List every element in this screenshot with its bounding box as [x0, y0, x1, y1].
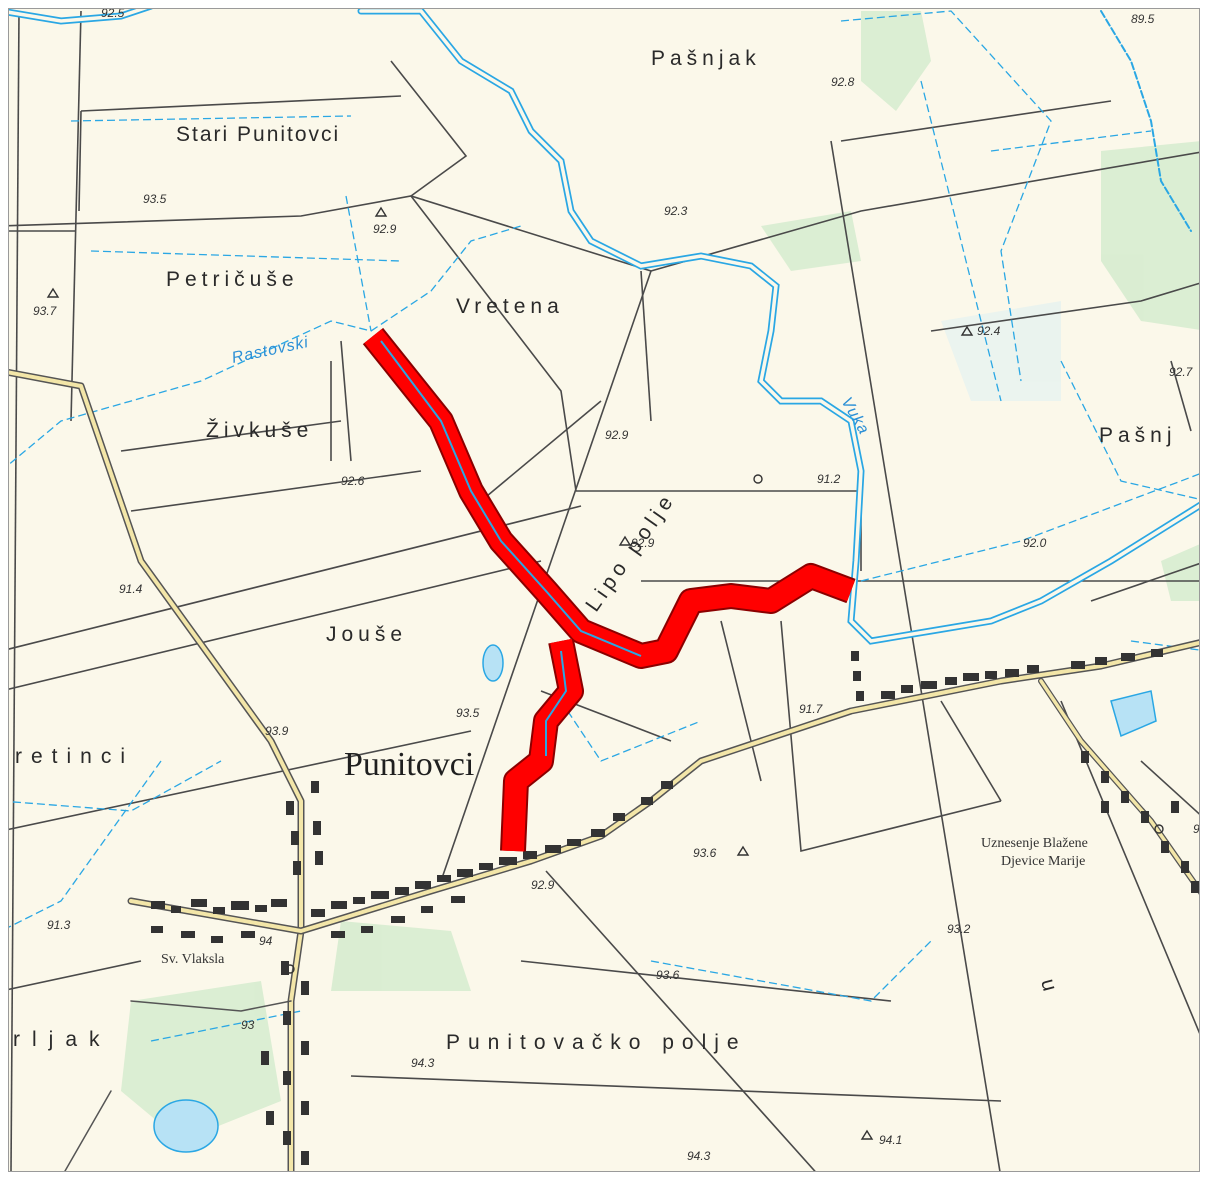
- label-petricuse: Petričuše: [166, 268, 299, 291]
- label-punitovci: Punitovci: [344, 746, 474, 783]
- place-labels: Pašnjak Stari Punitovci Petričuše Vreten…: [13, 47, 1177, 1054]
- label-church-line1: Uznesenje Blažene: [981, 836, 1088, 851]
- drainage-canals: [9, 10, 1199, 1042]
- vegetation-areas: [121, 11, 1199, 1141]
- elev-label: 94.3: [411, 1056, 435, 1070]
- label-punitovacko-polje: Punitovačko polje: [446, 1031, 747, 1054]
- label-pasnjak-top: Pašnjak: [651, 47, 761, 70]
- church-icon: [1154, 824, 1164, 834]
- chapel-icon: [285, 964, 295, 974]
- triangle-icon: [46, 287, 60, 298]
- elev-label: 93: [1193, 822, 1200, 836]
- elev-label: 92.4: [977, 324, 1001, 338]
- elev-label: 93.6: [693, 846, 717, 860]
- label-stari-punitovci: Stari Punitovci: [176, 123, 340, 146]
- label-jouse: Jouše: [326, 623, 407, 646]
- elev-label: 94.3: [687, 1149, 711, 1163]
- elev-label: 92.9: [531, 878, 555, 892]
- triangle-icon: [960, 325, 974, 336]
- label-zivkuse: Živkuše: [206, 419, 313, 442]
- elev-label: 91.2: [817, 472, 841, 486]
- ponds: [153, 644, 1157, 1153]
- elev-label: 93.2: [947, 922, 971, 936]
- elev-label: 92.8: [831, 75, 855, 89]
- map-frame[interactable]: Pašnjak Stari Punitovci Petričuše Vreten…: [8, 8, 1200, 1172]
- topographic-map[interactable]: Pašnjak Stari Punitovci Petričuše Vreten…: [8, 8, 1200, 1172]
- elev-label: 92.3: [664, 204, 688, 218]
- elev-label: 94: [259, 934, 273, 948]
- triangle-icon: [618, 535, 632, 546]
- triangle-icon: [736, 845, 750, 856]
- elev-label: 93.9: [265, 724, 289, 738]
- elev-label: 92.5: [101, 8, 125, 20]
- label-retinci: retinci: [15, 745, 134, 768]
- elev-label: 91.7: [799, 702, 824, 716]
- survey-points: [46, 206, 1164, 1140]
- elev-label: 92.9: [605, 428, 629, 442]
- map-background: [9, 9, 1199, 1171]
- elevation-labels: 92.5 89.5 92.8 93.5 92.9 92.3 93.7 92.4 …: [33, 8, 1200, 1163]
- elev-label: 89.5: [1131, 12, 1155, 26]
- label-rljak: rljak: [13, 1028, 112, 1051]
- elev-label: 92.9: [373, 222, 397, 236]
- river-vuka: [9, 9, 1199, 645]
- label-chapel: Sv. Vlaksla: [161, 952, 225, 967]
- mill-icon: [753, 474, 763, 484]
- highlighted-route[interactable]: [362, 327, 856, 852]
- label-pasnj-right: Pašnj: [1099, 424, 1177, 447]
- elev-label: 91.3: [47, 918, 71, 932]
- elev-label: 92.9: [631, 536, 655, 550]
- elev-label: 93.7: [33, 304, 58, 318]
- triangle-icon: [374, 206, 388, 217]
- elev-label: 93: [241, 1018, 255, 1032]
- label-church-line2: Djevice Marije: [1001, 854, 1085, 869]
- landmark-labels: Uznesenje Blažene Djevice Marije Sv. Vla…: [161, 836, 1088, 967]
- elev-label: 92.6: [341, 474, 365, 488]
- elev-label: 93.5: [143, 192, 167, 206]
- elev-label: 94.1: [879, 1133, 902, 1147]
- elev-label: 93.6: [656, 968, 680, 982]
- elev-label: 91.4: [119, 582, 143, 596]
- elev-label: 92.0: [1023, 536, 1047, 550]
- label-vretena: Vretena: [456, 295, 564, 318]
- elev-label: 93.5: [456, 706, 480, 720]
- elev-label: 92.7: [1169, 365, 1194, 379]
- label-u-vertical: u: [1036, 976, 1063, 998]
- triangle-icon: [860, 1129, 874, 1140]
- settlement-buildings: [151, 649, 1199, 1165]
